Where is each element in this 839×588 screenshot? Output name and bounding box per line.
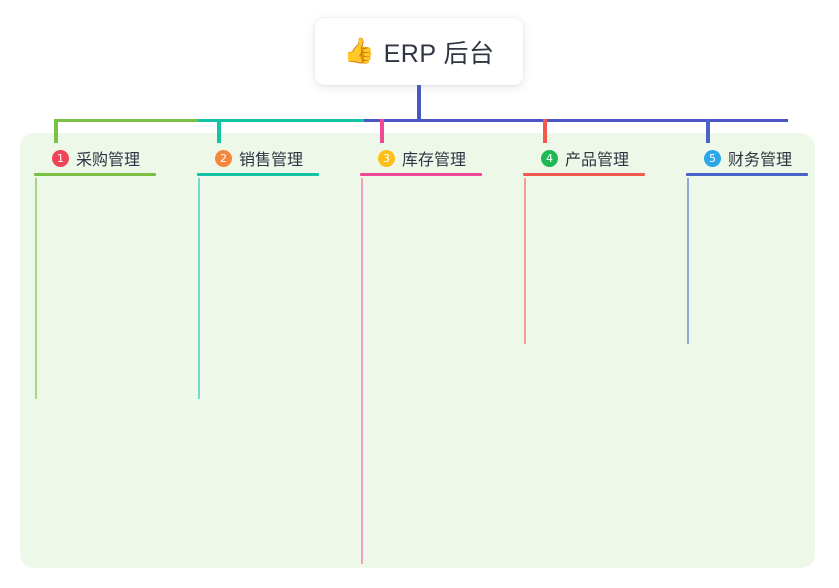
branch-header-4[interactable]: 4 产品管理: [523, 147, 673, 169]
branch-spine-1: [35, 178, 37, 399]
branch-title-5: 财务管理: [728, 152, 793, 169]
branch-drop-line-1: [54, 119, 58, 143]
bus-segment-2: [198, 119, 364, 122]
branch-title-4: 产品管理: [565, 152, 630, 169]
branch-number-badge-1: 1: [52, 149, 69, 167]
root-node-content: 👍 ERP 后台: [343, 34, 494, 70]
bus-segment-1: [56, 119, 198, 122]
branch-header-underline-1: [34, 173, 156, 176]
branch-spine-2: [198, 178, 200, 399]
thumbs-up-icon: 👍: [343, 37, 375, 65]
branch-number-badge-2: 2: [215, 149, 232, 167]
branch-header-3[interactable]: 3 库存管理: [360, 147, 510, 169]
branch-spine-4: [524, 178, 526, 344]
branch-number-badge-5: 5: [704, 149, 721, 167]
root-node-title: ERP 后台: [383, 39, 495, 68]
branch-drop-line-3: [380, 119, 384, 143]
branch-header-2[interactable]: 2 销售管理: [197, 147, 347, 169]
branch-title-3: 库存管理: [402, 152, 467, 169]
branch-column-4: 4 产品管理: [523, 147, 673, 176]
branch-column-3: 3 库存管理: [360, 147, 510, 176]
branch-drop-line-4: [543, 119, 547, 143]
branch-number-badge-3: 3: [378, 149, 395, 167]
branch-column-2: 2 销售管理: [197, 147, 347, 176]
bus-segment-3: [364, 119, 788, 122]
branch-header-underline-5: [686, 173, 808, 176]
branch-spine-5: [687, 178, 689, 344]
content-panel: [20, 133, 815, 568]
branch-drop-line-5: [706, 119, 710, 143]
branch-header-1[interactable]: 1 采购管理: [34, 147, 184, 169]
branch-header-underline-2: [197, 173, 319, 176]
branch-column-5: 5 财务管理: [686, 147, 836, 176]
branch-title-1: 采购管理: [76, 152, 141, 169]
branch-drop-line-2: [217, 119, 221, 143]
root-node-card[interactable]: 👍 ERP 后台: [315, 18, 523, 85]
branch-header-underline-4: [523, 173, 645, 176]
branch-column-1: 1 采购管理: [34, 147, 184, 176]
branch-title-2: 销售管理: [239, 152, 304, 169]
branch-header-underline-3: [360, 173, 482, 176]
root-stem-line: [417, 85, 421, 122]
branch-header-5[interactable]: 5 财务管理: [686, 147, 836, 169]
branch-number-badge-4: 4: [541, 149, 558, 167]
branch-spine-3: [361, 178, 363, 564]
